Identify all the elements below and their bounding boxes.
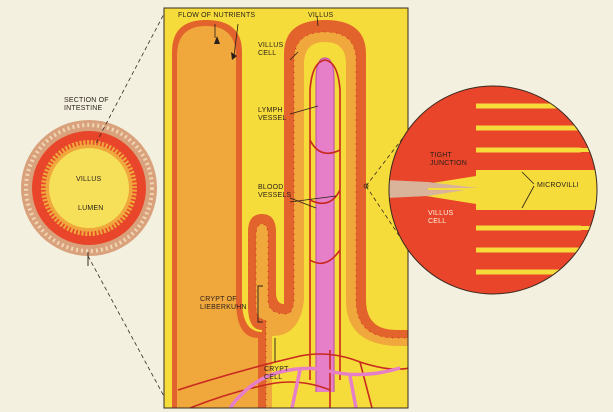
label-microvilli: MICROVILLI [537,182,579,189]
lymph-vessel [316,58,334,392]
small-villi [40,139,138,237]
crypt-bracket [257,285,263,323]
label-villus-small: VILLUS [76,176,102,183]
lymph-network [228,366,401,408]
label-villus-cell-zoom: VILLUS CELL [428,210,454,225]
lumen-area [49,148,129,228]
label-tight-junction: TIGHT JUNCTION [430,152,467,167]
villus-panel [164,8,408,408]
microvilli-pointers [521,171,535,209]
label-lymph-vessel: LYMPH VESSEL [258,107,287,122]
label-pointers [289,15,337,209]
intestine-cross-section [21,120,157,256]
label-lumen: LUMEN [78,205,104,212]
zoom-guide-lines-left [87,9,167,401]
label-crypt-cell: CRYPT CELL [264,366,289,381]
label-villus-top: VILLUS [308,12,334,19]
zoom-origin-marker [363,183,369,189]
lymph-vessel-outline [315,57,335,392]
blood-vessels [177,59,408,408]
intestine-wall-texture [24,123,154,253]
upper-villus-cell [389,86,597,184]
left-villus-core [177,26,258,408]
label-crypt-of-lieberkuhn: CRYPT OF LIEBERKUHN [200,296,247,311]
label-section-of-intestine: SECTION OF INTESTINE [64,97,109,112]
microvilli-zoom [388,85,598,295]
label-flow-of-nutrients: FLOW OF NUTRIENTS [178,12,256,19]
label-villus-cell-main: VILLUS CELL [258,42,284,57]
label-blood-vessels: BLOOD VESSELS [258,184,292,199]
zoom-circle-frame [388,85,598,295]
